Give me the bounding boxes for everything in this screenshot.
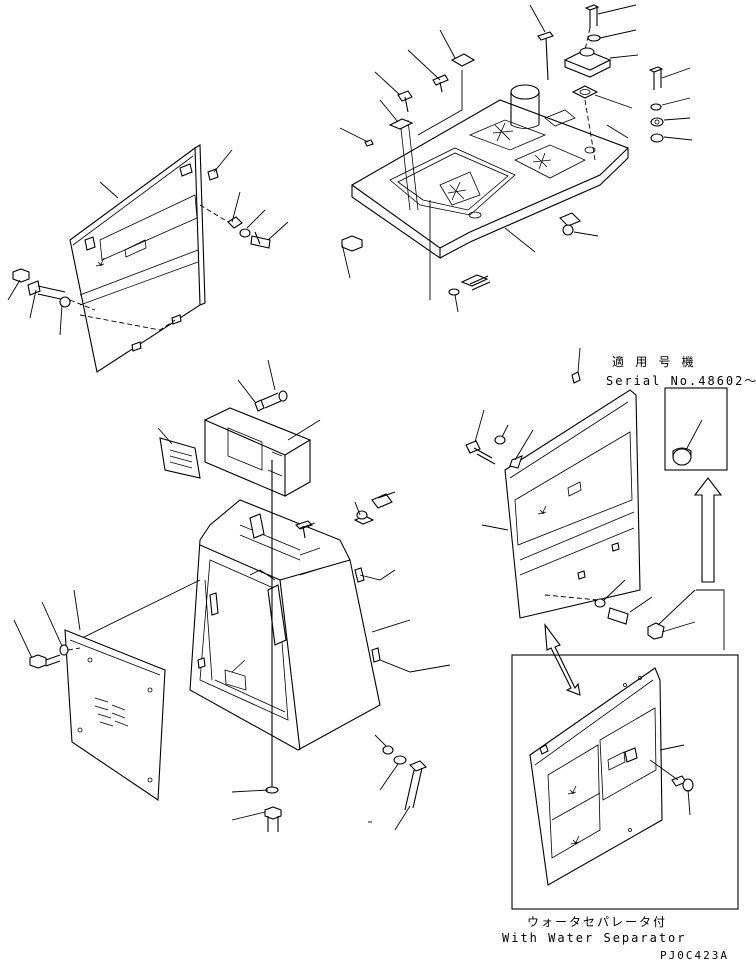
console-leaders (77, 359, 451, 821)
right-door-leaders (474, 347, 696, 633)
upper-left-panel (12, 144, 271, 373)
console-box (159, 390, 396, 832)
top-plate-leaders (339, 4, 693, 313)
double-arrow (544, 623, 581, 696)
water-separator-detail (511, 654, 739, 910)
arrow-up (693, 477, 723, 583)
drawing-code: PJ0C423A (660, 949, 729, 962)
center-bottom-fasteners (368, 734, 427, 831)
water-separator-label-jp: ウォータセパレータ付 (527, 915, 668, 929)
lower-left-cover (29, 629, 166, 801)
lower-left-leaders (13, 589, 81, 659)
serial-number-label: Serial No.48602～ (606, 374, 756, 388)
upper-left-leaders (7, 149, 289, 336)
top-plate-assembly (341, 4, 664, 296)
right-door-panel (465, 371, 665, 640)
serial-detail-box (664, 387, 728, 650)
serial-label-jp: 適 用 号 機 (612, 355, 696, 369)
water-separator-label-en: With Water Separator (502, 931, 687, 945)
